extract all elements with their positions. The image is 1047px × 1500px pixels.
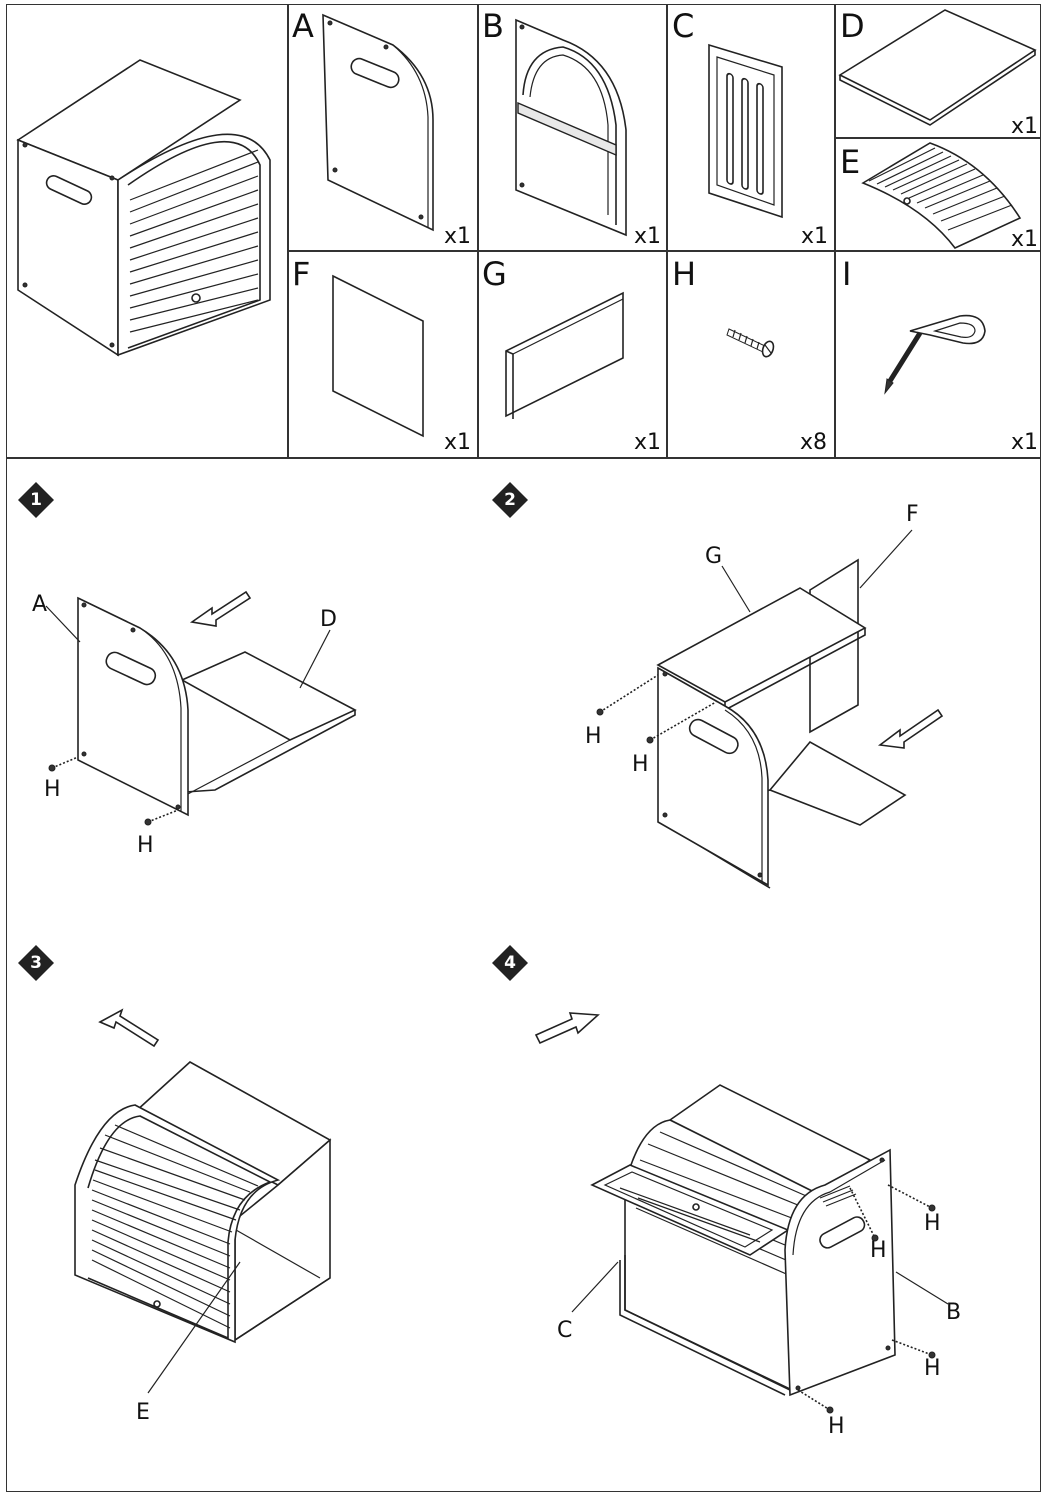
part-g-letter: G: [482, 255, 507, 293]
step-4-label-c: C: [557, 1318, 573, 1343]
step-3-badge: [18, 945, 54, 981]
part-a-side-panel: [322, 13, 434, 232]
step-2-illustration: [596, 529, 944, 889]
step-4-label-b: B: [946, 1300, 962, 1325]
part-c-back-panel: [708, 43, 783, 219]
step-4-illustration: [534, 1012, 949, 1414]
divider: [287, 250, 1041, 252]
divider: [6, 457, 1041, 459]
part-d-qty: x1: [1011, 114, 1039, 139]
divider: [287, 4, 289, 458]
part-h-screw: [726, 328, 775, 358]
part-f-qty: x1: [444, 430, 472, 455]
step-1-label-a: A: [32, 592, 48, 617]
part-b-letter: B: [482, 7, 504, 45]
step-2-label-f: F: [906, 502, 919, 527]
step-2-badge: [492, 482, 528, 518]
part-e-tambour-door: [861, 142, 1022, 249]
part-a-letter: A: [292, 7, 314, 45]
sheet-frame: [6, 4, 1041, 1492]
step-3-label-e: E: [136, 1400, 150, 1425]
step-2-label-g: G: [705, 544, 723, 569]
step-2-label-h2: H: [632, 752, 649, 777]
part-g-top-board: [505, 291, 624, 419]
part-d-bottom-board: [838, 9, 1037, 126]
assembled-cabinet-illustration: [16, 59, 271, 357]
part-b-side-panel: [515, 18, 627, 237]
part-i-screwdriver: [884, 314, 986, 395]
part-g-qty: x1: [634, 430, 662, 455]
part-e-letter: E: [840, 143, 861, 181]
part-i-letter: I: [842, 255, 852, 293]
part-a-qty: x1: [444, 224, 472, 249]
part-c-qty: x1: [801, 224, 829, 249]
step-1-illustration: [45, 590, 357, 826]
step-1-number: 1: [30, 490, 42, 510]
part-f-letter: F: [292, 255, 311, 293]
step-4-label-h4: H: [828, 1414, 845, 1439]
step-3-illustration: [74, 1008, 332, 1394]
part-h-qty: x8: [800, 430, 828, 455]
part-c-letter: C: [672, 7, 695, 45]
divider: [834, 137, 1041, 139]
step-1-badge: [18, 482, 54, 518]
part-h-letter: H: [672, 255, 697, 293]
step-4-label-h1: H: [924, 1211, 941, 1236]
part-e-qty: x1: [1011, 227, 1039, 252]
divider: [477, 4, 479, 458]
step-3-number: 3: [30, 953, 42, 973]
part-i-qty: x1: [1011, 430, 1039, 455]
part-f-back-board: [332, 274, 424, 438]
divider: [666, 4, 668, 458]
step-4-label-h2: H: [870, 1238, 887, 1263]
part-b-qty: x1: [634, 224, 662, 249]
step-4-badge: [492, 945, 528, 981]
step-4-number: 4: [504, 953, 516, 973]
step-4-label-h3: H: [924, 1356, 941, 1381]
step-1-label-h2: H: [137, 833, 154, 858]
step-1-label-d: D: [320, 607, 337, 632]
step-2-number: 2: [504, 490, 516, 510]
divider: [834, 4, 836, 458]
step-2-label-h1: H: [585, 724, 602, 749]
part-d-letter: D: [840, 7, 865, 45]
step-1-label-h1: H: [44, 777, 61, 802]
